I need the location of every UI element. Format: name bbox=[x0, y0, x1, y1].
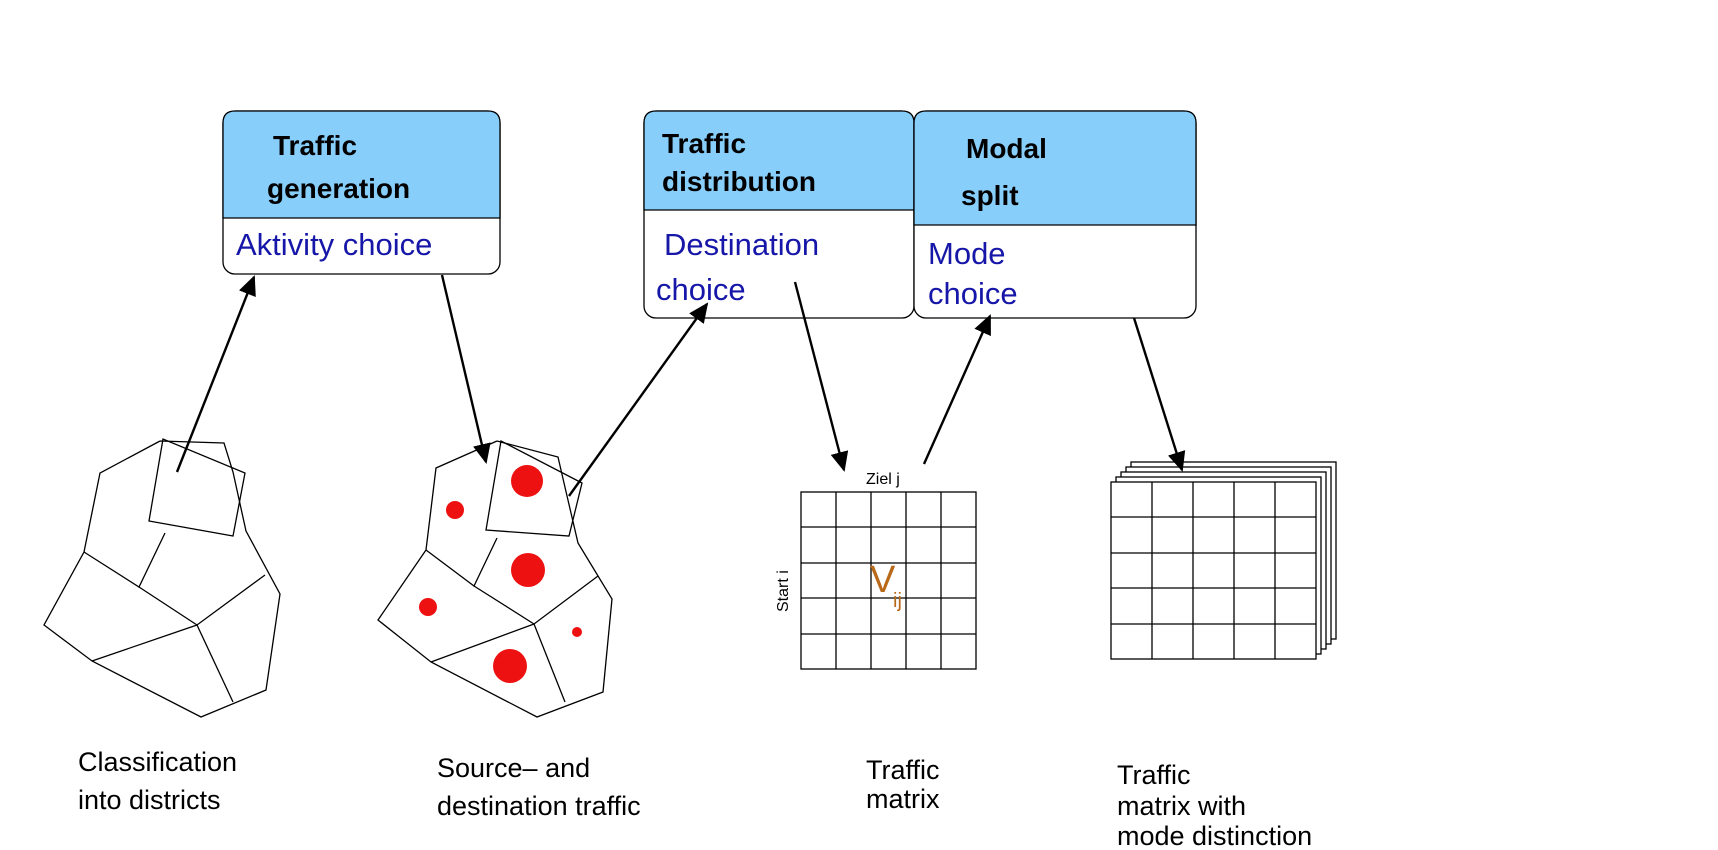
matrix-column-label: Ziel j bbox=[866, 471, 900, 488]
distribution-title-1: Traffic bbox=[662, 128, 746, 159]
box-traffic-distribution: Traffic distribution Destination choice bbox=[643, 110, 915, 319]
arrow-modal-to-mode-matrix bbox=[1132, 317, 1186, 472]
matrix-grid bbox=[800, 491, 977, 670]
box-modal-split: Modal split Mode choice bbox=[913, 110, 1197, 319]
matrix-cell-value: V bbox=[870, 559, 896, 601]
caption-districts-line-1: Classification bbox=[78, 747, 237, 777]
district-map-traffic bbox=[377, 440, 613, 718]
matrix-row-label: Start i bbox=[775, 570, 792, 612]
traffic-dot bbox=[572, 627, 582, 637]
caption-districts-line-2: into districts bbox=[78, 785, 221, 815]
caption-traffic-line-1: Source– and bbox=[437, 753, 590, 783]
traffic-dot bbox=[419, 598, 437, 616]
arrow-generation-to-traffic bbox=[440, 274, 491, 464]
generation-subtitle: Aktivity choice bbox=[236, 227, 432, 262]
caption-matrix-line-2: matrix bbox=[866, 784, 940, 814]
district-highlighted bbox=[148, 438, 246, 537]
caption-traffic-line-2: destination traffic bbox=[437, 791, 641, 821]
caption-matrix-line-1: Traffic bbox=[866, 755, 940, 785]
traffic-dot bbox=[511, 465, 543, 497]
matrix-cell-subscript: ij bbox=[893, 590, 902, 612]
modal-subtitle-1: Mode bbox=[928, 236, 1006, 271]
modal-title-1: Modal bbox=[966, 133, 1047, 164]
traffic-matrix: Ziel j Start i V ij bbox=[775, 471, 977, 670]
caption-mode-matrix-line-1: Traffic bbox=[1117, 760, 1191, 790]
captions: Classification into districts Source– an… bbox=[78, 747, 1312, 850]
arrow-matrix-to-modal bbox=[922, 314, 992, 465]
traffic-dot bbox=[446, 501, 464, 519]
arrow-districts-to-generation bbox=[175, 275, 256, 473]
modal-subtitle-2: choice bbox=[928, 276, 1018, 311]
arrow-traffic-to-distribution bbox=[568, 302, 709, 497]
flow-arrows bbox=[175, 274, 1186, 497]
distribution-subtitle-1: Destination bbox=[664, 227, 819, 262]
modal-title-2: split bbox=[961, 180, 1019, 211]
generation-title-1: Traffic bbox=[273, 130, 357, 161]
arrow-distribution-to-matrix bbox=[793, 281, 849, 472]
traffic-dot bbox=[493, 649, 527, 683]
district-map bbox=[43, 438, 281, 718]
generation-title-2: generation bbox=[267, 173, 410, 204]
distribution-title-2: distribution bbox=[662, 166, 816, 197]
mode-matrix-grid bbox=[1110, 481, 1317, 660]
caption-mode-matrix-line-3: mode distinction bbox=[1117, 821, 1312, 850]
caption-mode-matrix-line-2: matrix with bbox=[1117, 791, 1246, 821]
distribution-subtitle-2: choice bbox=[656, 272, 746, 307]
traffic-dot bbox=[511, 553, 545, 587]
mode-matrix-stack bbox=[1110, 461, 1337, 660]
box-traffic-generation: Traffic generation Aktivity choice bbox=[222, 110, 501, 275]
